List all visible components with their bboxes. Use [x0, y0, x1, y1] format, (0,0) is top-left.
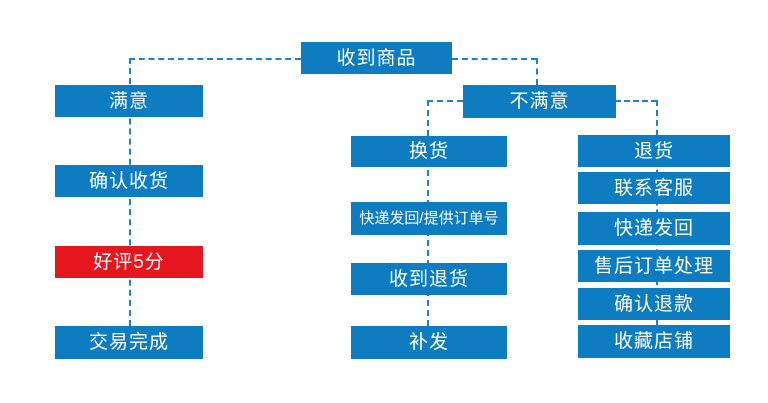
node-contact-service: 联系客服 — [578, 172, 730, 204]
node-dissatisfied: 不满意 — [463, 85, 616, 118]
connector-dissatisfied-to-exchange — [427, 100, 463, 102]
node-sendback-with-order-number: 快递发回/提供订单号 — [351, 202, 507, 235]
node-confirm-refund: 确认退款 — [578, 288, 730, 320]
node-return: 退货 — [578, 135, 730, 167]
node-exchange: 换货 — [351, 136, 507, 167]
node-favorite-shop: 收藏店铺 — [578, 325, 730, 358]
node-transaction-complete: 交易完成 — [55, 326, 203, 359]
connector-root-to-dissatisfied — [452, 58, 537, 60]
connector-root-to-satisfied — [129, 58, 301, 60]
node-aftersale-processing: 售后订单处理 — [578, 250, 730, 282]
node-received-goods: 收到商品 — [301, 42, 452, 74]
node-satisfied: 满意 — [55, 85, 203, 117]
connector-dissatisfied-drop — [536, 58, 538, 85]
node-confirm-receipt: 确认收货 — [55, 165, 203, 197]
node-return-received: 收到退货 — [351, 263, 507, 295]
node-express-sendback: 快递发回 — [578, 212, 730, 245]
connector-dissatisfied-to-return — [615, 100, 657, 102]
node-five-star-review: 好评5分 — [55, 246, 203, 278]
node-reissue: 补发 — [351, 326, 507, 359]
